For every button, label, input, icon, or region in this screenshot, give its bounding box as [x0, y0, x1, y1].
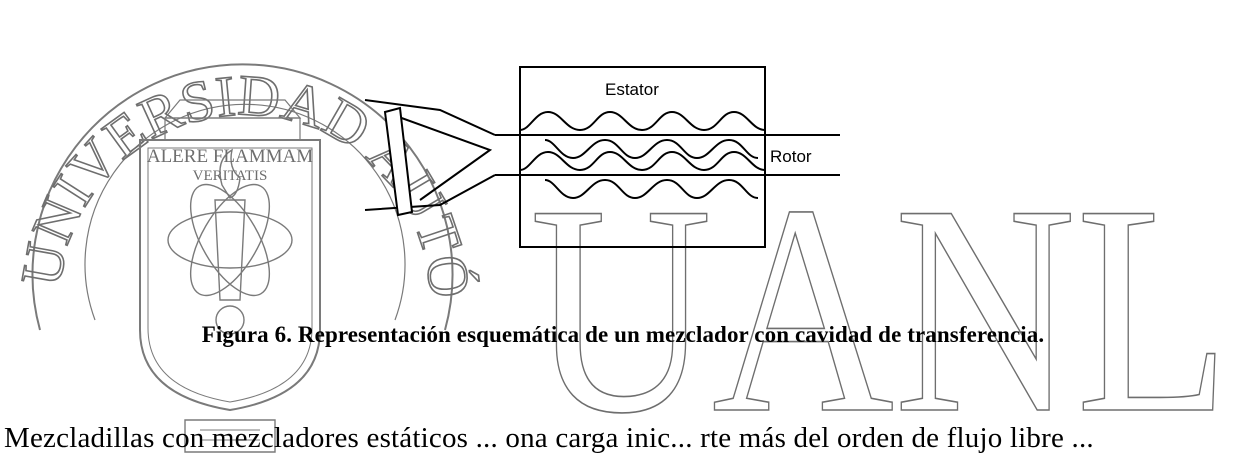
seal-motto-line-1: ALERE FLAMMAM	[147, 146, 313, 167]
seal-motto-line-2: VERITATIS	[193, 168, 268, 184]
rotor-cavities-lower	[519, 150, 766, 172]
rotor-label: Rotor	[770, 147, 812, 166]
feed-cone-top	[364, 99, 496, 136]
feed-plate	[383, 106, 414, 217]
rotor-cavities-upper	[544, 138, 759, 160]
stator-cavities-lower	[544, 178, 759, 200]
stator-cavities-upper	[519, 110, 766, 132]
stator-housing	[519, 66, 766, 248]
body-text-line: Mezcladillas con mezcladores estáticos .…	[4, 422, 1094, 454]
stator-label: Estator	[605, 80, 659, 99]
feed-inner-screw	[384, 111, 493, 201]
feed-cone-bottom	[364, 174, 496, 211]
uanl-logo-letters: UANL	[530, 143, 1230, 458]
figure-caption: Figura 6. Representación esquemática de …	[201, 322, 1045, 347]
